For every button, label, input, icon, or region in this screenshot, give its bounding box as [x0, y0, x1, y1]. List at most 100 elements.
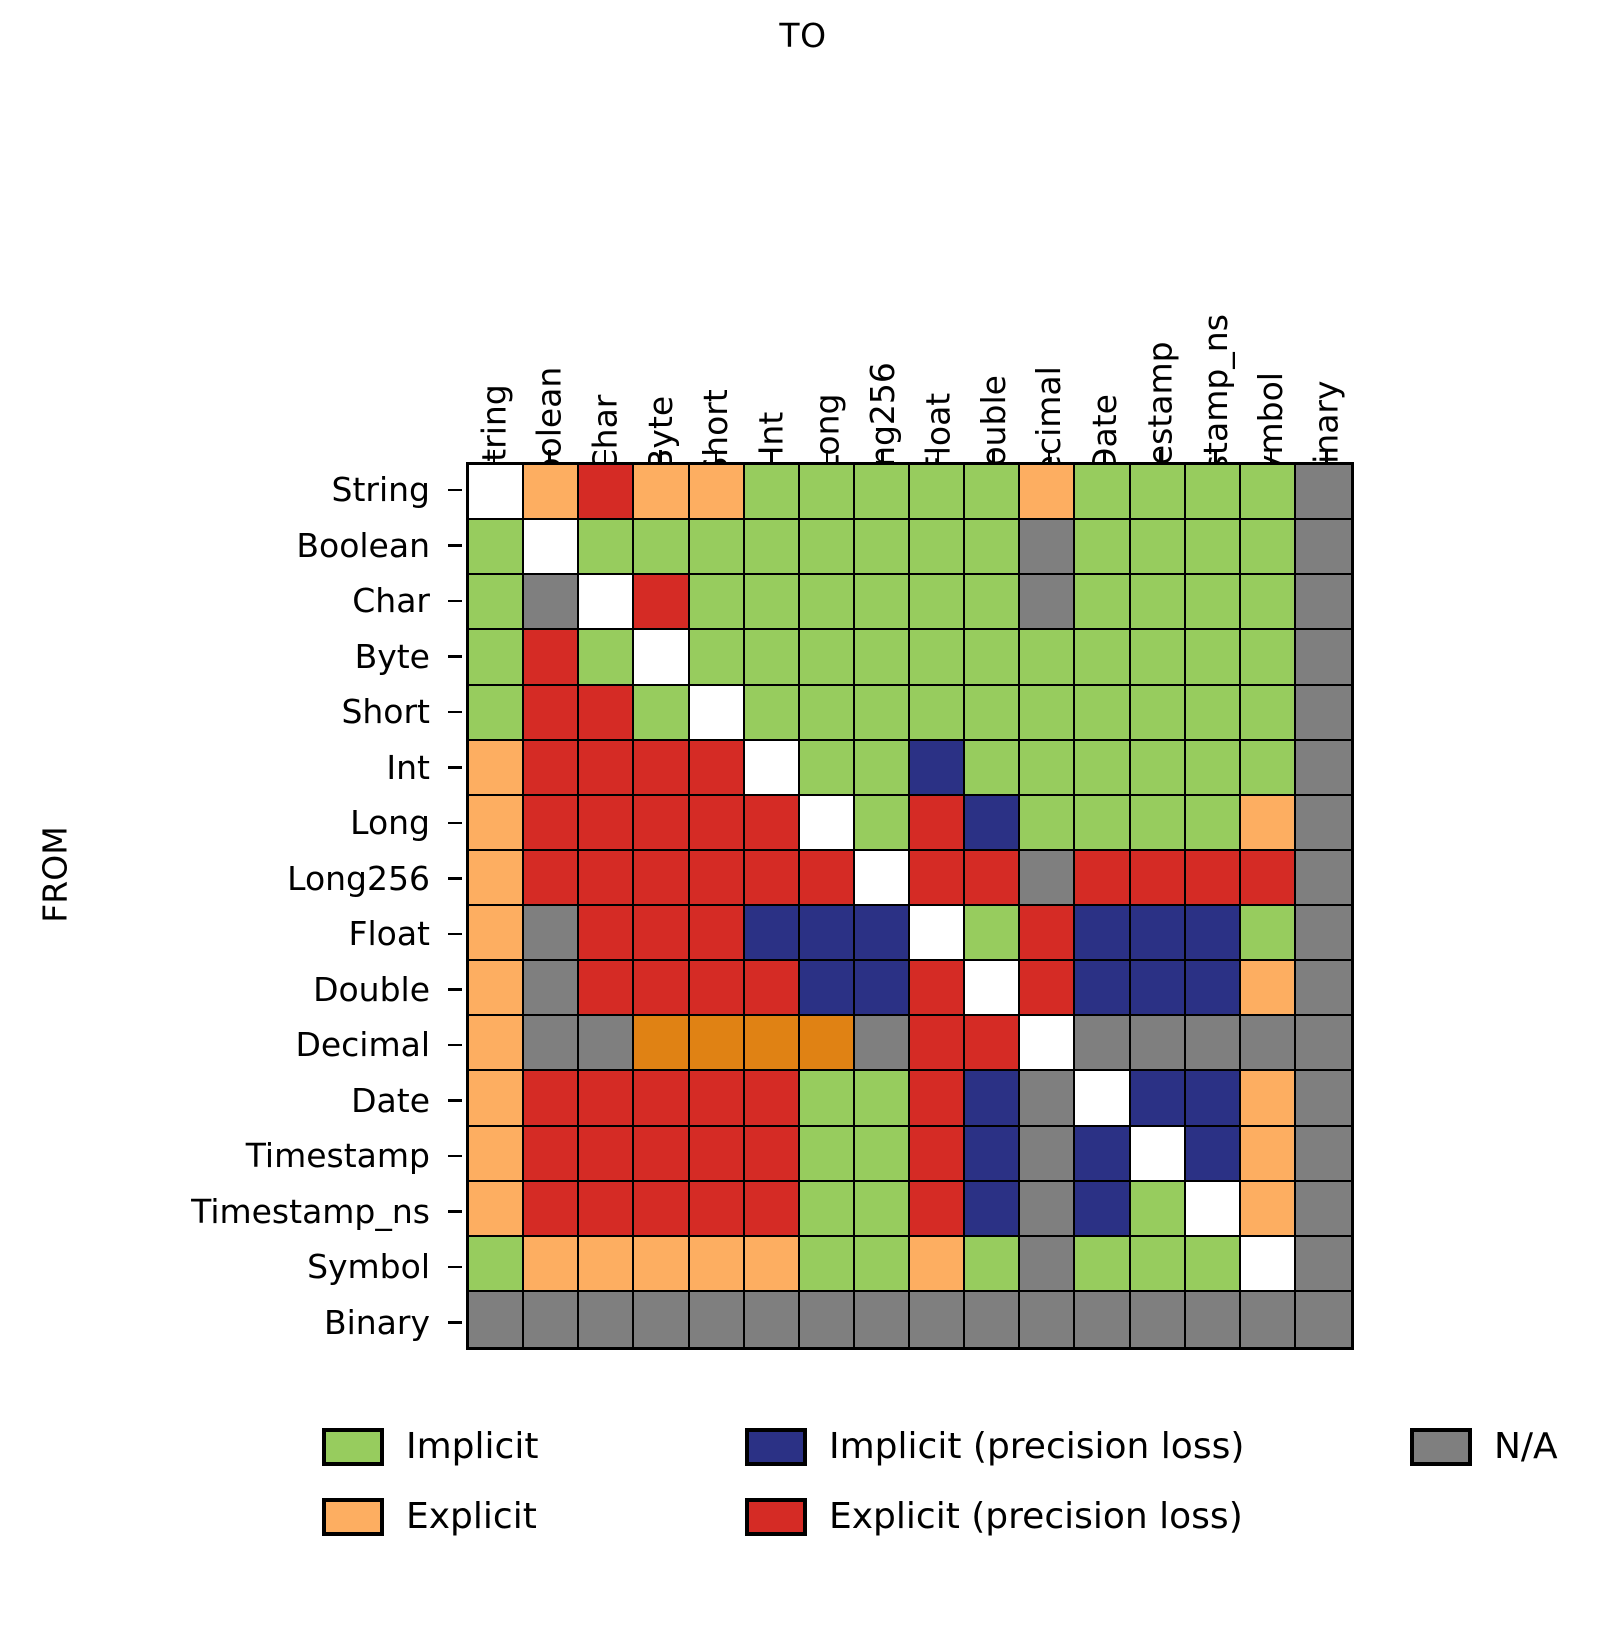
matrix-cell [799, 630, 855, 686]
row-label-binary: Binary [323, 1302, 430, 1342]
matrix-cell [634, 795, 690, 851]
column-label-date: Date [1077, 130, 1133, 473]
matrix-cell [524, 906, 580, 962]
matrix-cell [854, 630, 910, 686]
matrix-cell [469, 575, 525, 631]
matrix-cell [910, 795, 966, 851]
legend-label-explicit-precision-loss: Explicit (precision loss) [829, 1496, 1243, 1537]
matrix-cell [1130, 740, 1186, 796]
matrix-cell [1020, 1181, 1076, 1237]
matrix-cell [799, 1236, 855, 1292]
matrix-cell [965, 685, 1021, 741]
matrix-cell [634, 1236, 690, 1292]
column-label-int: Int [744, 130, 800, 456]
matrix-cell [579, 1071, 635, 1127]
matrix-cell [689, 740, 745, 796]
matrix-cell [1295, 465, 1351, 521]
matrix-cell [799, 961, 855, 1017]
matrix-cell [1240, 465, 1296, 521]
matrix-cell [799, 575, 855, 631]
matrix-cell [689, 575, 745, 631]
matrix-cell [965, 1016, 1021, 1072]
column-label-byte: Byte [633, 130, 689, 471]
x-tick-float [936, 450, 939, 464]
x-tick-date [1103, 450, 1106, 464]
row-label-date: Date [351, 1080, 430, 1120]
matrix-cell [910, 1236, 966, 1292]
matrix-cell [1240, 961, 1296, 1017]
matrix-cell [1240, 575, 1296, 631]
matrix-cell [1240, 906, 1296, 962]
matrix-cell [469, 685, 525, 741]
x-tick-int [770, 450, 773, 464]
matrix-cell [579, 575, 635, 631]
matrix-cell [965, 906, 1021, 962]
matrix-cell [634, 1291, 690, 1347]
matrix-cell [1075, 1016, 1131, 1072]
matrix-cell [579, 1291, 635, 1347]
matrix-cell [1185, 1071, 1241, 1127]
conversion-matrix-heatmap [466, 462, 1354, 1350]
matrix-cell [744, 961, 800, 1017]
matrix-cell [524, 1181, 580, 1237]
matrix-cell [799, 740, 855, 796]
row-label-symbol: Symbol [307, 1247, 430, 1287]
matrix-cell [634, 961, 690, 1017]
matrix-cell [1075, 906, 1131, 962]
x-tick-byte [659, 450, 662, 464]
matrix-cell [910, 906, 966, 962]
matrix-cell [689, 795, 745, 851]
y-tick-decimal [448, 1043, 462, 1046]
column-label-decimal: Decimal [1021, 130, 1077, 501]
column-label-string: String [466, 130, 522, 482]
matrix-cell [1020, 520, 1076, 576]
matrix-cell [1130, 1181, 1186, 1237]
matrix-cell [910, 1016, 966, 1072]
row-label-long: Long [350, 803, 430, 843]
matrix-cell [965, 630, 1021, 686]
matrix-cell [744, 1291, 800, 1347]
matrix-cell [1240, 795, 1296, 851]
matrix-cell [634, 685, 690, 741]
matrix-cell [579, 740, 635, 796]
matrix-cell [854, 850, 910, 906]
matrix-cell [1130, 575, 1186, 631]
legend-label-implicit: Implicit [406, 1426, 539, 1467]
matrix-cell [579, 850, 635, 906]
matrix-cell [965, 1236, 1021, 1292]
matrix-cell [1185, 906, 1241, 962]
matrix-cell [469, 630, 525, 686]
row-label-timestamp_ns: Timestamp_ns [191, 1191, 430, 1231]
matrix-cell [1020, 1126, 1076, 1182]
matrix-cell [1185, 685, 1241, 741]
matrix-cell [634, 520, 690, 576]
matrix-cell [634, 740, 690, 796]
matrix-cell [469, 1236, 525, 1292]
y-tick-double [448, 988, 462, 991]
matrix-cell [965, 465, 1021, 521]
matrix-cell [689, 465, 745, 521]
column-label-long256: Long256 [855, 130, 911, 505]
matrix-cell [579, 1016, 635, 1072]
matrix-cell [744, 1181, 800, 1237]
matrix-cell [469, 1291, 525, 1347]
matrix-cell [1185, 1236, 1241, 1292]
column-label-boolean: Boolean [522, 130, 578, 501]
matrix-cell [689, 1236, 745, 1292]
row-label-boolean: Boolean [296, 525, 430, 565]
matrix-cell [1075, 685, 1131, 741]
matrix-cell [524, 961, 580, 1017]
column-label-double: Double [966, 130, 1022, 492]
x-tick-double [992, 450, 995, 464]
matrix-cell [1240, 520, 1296, 576]
matrix-cell [1295, 1291, 1351, 1347]
matrix-cell [744, 1126, 800, 1182]
matrix-cell [1240, 1126, 1296, 1182]
legend-swatch-explicit [322, 1498, 384, 1536]
column-label-timestamp: Timestamp [1132, 130, 1188, 525]
matrix-cell [469, 520, 525, 576]
matrix-cell [799, 1071, 855, 1127]
matrix-cell [1075, 795, 1131, 851]
matrix-cell [965, 1181, 1021, 1237]
matrix-cell [1240, 1236, 1296, 1292]
